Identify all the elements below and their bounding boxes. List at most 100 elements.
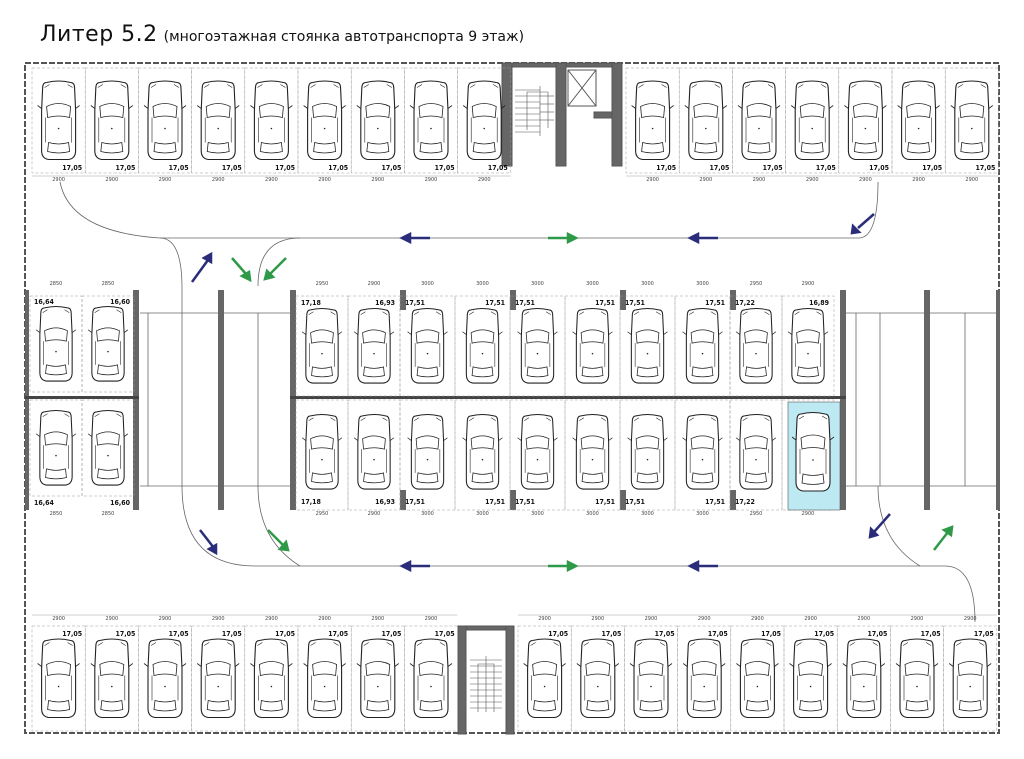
stall-number: 17,05: [62, 164, 82, 172]
parking-stall: 16,93 2900: [347, 399, 401, 517]
stall-number: 17,18: [301, 299, 321, 307]
stall-number: 17,05: [275, 630, 295, 638]
stall-number: 17,51: [595, 299, 615, 307]
stall-number: 17,22: [735, 498, 755, 506]
parking-stall: 17,51 3000: [509, 399, 566, 517]
dimension-label: 3000: [586, 511, 599, 517]
center-block-walls: [25, 290, 1000, 510]
dimension-label: 3000: [421, 281, 434, 287]
dimension-label: 2900: [753, 177, 766, 183]
dimension-label: 2900: [212, 616, 225, 622]
dimension-label: 2950: [750, 281, 763, 287]
stall-number: 17,51: [485, 498, 505, 506]
dimension-label: 2900: [751, 616, 764, 622]
dimension-label: 3000: [641, 511, 654, 517]
stall-number: 17,05: [975, 164, 995, 172]
stall-number: 17,05: [381, 630, 401, 638]
parking-stall: 17,05 2900: [677, 614, 732, 732]
dimension-label: 2900: [698, 616, 711, 622]
stall-number: 17,05: [814, 630, 834, 638]
dimension-label: 2900: [368, 511, 381, 517]
stall-number: 17,05: [708, 630, 728, 638]
dimension-label: 2900: [645, 616, 658, 622]
dimension-label: 2900: [802, 281, 815, 287]
stall-number: 17,51: [515, 498, 535, 506]
dimension-label: 2900: [52, 616, 65, 622]
plan-title-main: Литер 5.2: [40, 22, 158, 47]
stall-number: 17,05: [435, 164, 455, 172]
dimension-label: 3000: [531, 511, 544, 517]
stall-number: 17,51: [705, 299, 725, 307]
stall-number: 17,05: [62, 630, 82, 638]
stall-row-middle_top: 17,18295016,93290017,51300017,51300017,5…: [295, 281, 835, 397]
stall-row-middle_bottom: 17,18 2950 16,93 2900 17,51 3000 17,51 3000 17,5…: [295, 399, 835, 517]
dimension-label: 2950: [316, 281, 329, 287]
dimension-label: 2950: [750, 511, 763, 517]
dimension-label: 2900: [318, 177, 331, 183]
parking-stall: 17,18 2950: [295, 281, 349, 397]
stall-number: 16,60: [110, 298, 131, 306]
dimension-label: 2900: [371, 616, 384, 622]
dimension-label: 2900: [804, 616, 817, 622]
stall-number: 17,05: [761, 630, 781, 638]
stall-number: 17,05: [115, 164, 135, 172]
stall-number: 16,64: [34, 298, 55, 306]
dimension-label: 2900: [105, 177, 118, 183]
dimension-label: 2900: [425, 616, 438, 622]
dimension-label: 2900: [699, 177, 712, 183]
dimension-label: 3000: [641, 281, 654, 287]
dimension-label: 3000: [421, 511, 434, 517]
stall-row-bottom_right: 17,05 2900 17,05 2900 17,05 2900 17,05 2900 17,0…: [517, 614, 998, 732]
dimension-label: 2900: [802, 511, 815, 517]
stall-number: 17,05: [655, 630, 675, 638]
stair-core-bottom: [457, 625, 515, 735]
parking-stall: 17,22 2950: [729, 399, 783, 517]
stall-number: 17,51: [595, 498, 615, 506]
stall-number: 17,51: [625, 299, 645, 307]
stall-number: 17,18: [301, 498, 321, 506]
stall-number: 17,05: [488, 164, 508, 172]
stall-number: 17,05: [922, 164, 942, 172]
stall-number: 17,05: [275, 164, 295, 172]
stall-row-bottom_left: 17,05290017,05290017,05290017,05290017,0…: [31, 614, 458, 732]
dimension-label: 2850: [50, 511, 63, 517]
dimension-label: 2900: [859, 177, 872, 183]
dimension-label: 2900: [591, 616, 604, 622]
stall-number: 17,05: [867, 630, 887, 638]
dimension-label: 2900: [911, 616, 924, 622]
dimension-label: 2900: [105, 616, 118, 622]
stall-number: 17,05: [548, 630, 568, 638]
stall-number: 17,51: [515, 299, 535, 307]
stall-number: 17,05: [169, 630, 189, 638]
stall-number: 17,05: [381, 164, 401, 172]
stair-core-top: [501, 62, 623, 167]
stall-number: 17,51: [485, 299, 505, 307]
stall-number: 16,93: [375, 498, 395, 506]
parking-stall: 17,51 3000: [564, 399, 621, 517]
